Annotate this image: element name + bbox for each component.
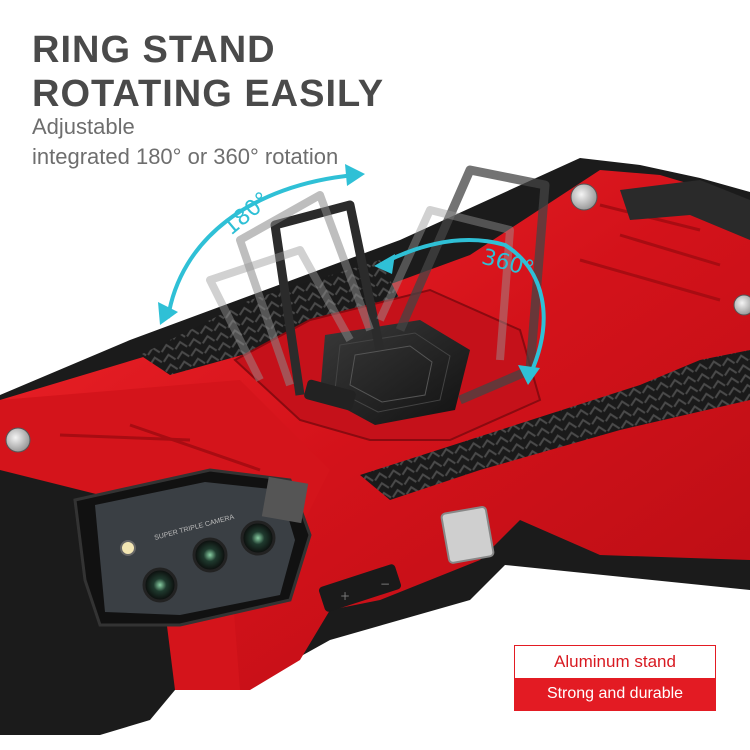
camera-flash [120, 540, 136, 556]
ring-mount [320, 320, 470, 425]
svg-text:−: − [380, 577, 390, 591]
subtext: Adjustable integrated 180° or 360° rotat… [32, 112, 338, 172]
screw-left [5, 427, 31, 453]
ring-hinge [304, 379, 356, 411]
feature-badge: Aluminum stand Strong and durable [514, 645, 716, 711]
subtext-line-1: Adjustable [32, 114, 135, 139]
headline-line-1: RING STAND [32, 29, 276, 71]
badge-top-label: Aluminum stand [554, 652, 676, 671]
ring-stand [206, 165, 550, 405]
camera-lens-3 [240, 520, 276, 556]
volume-button [318, 564, 402, 612]
camera-lens-2 [192, 537, 228, 573]
arrow-360 [384, 238, 546, 376]
grip-strip-bottom [360, 350, 750, 500]
subtext-line-2: integrated 180° or 360° rotation [32, 144, 339, 169]
screw-right [733, 294, 750, 316]
badge-bottom-label: Strong and durable [515, 678, 715, 710]
camera-lens-1 [142, 567, 178, 603]
power-button [440, 506, 495, 564]
svg-text:+: + [340, 589, 350, 603]
headline: RING STAND ROTATING EASILY [32, 28, 384, 116]
arrow-180 [166, 173, 356, 319]
headline-line-2: ROTATING EASILY [32, 73, 385, 115]
grip-strip-right [620, 180, 750, 240]
screw-top-right [570, 183, 598, 211]
